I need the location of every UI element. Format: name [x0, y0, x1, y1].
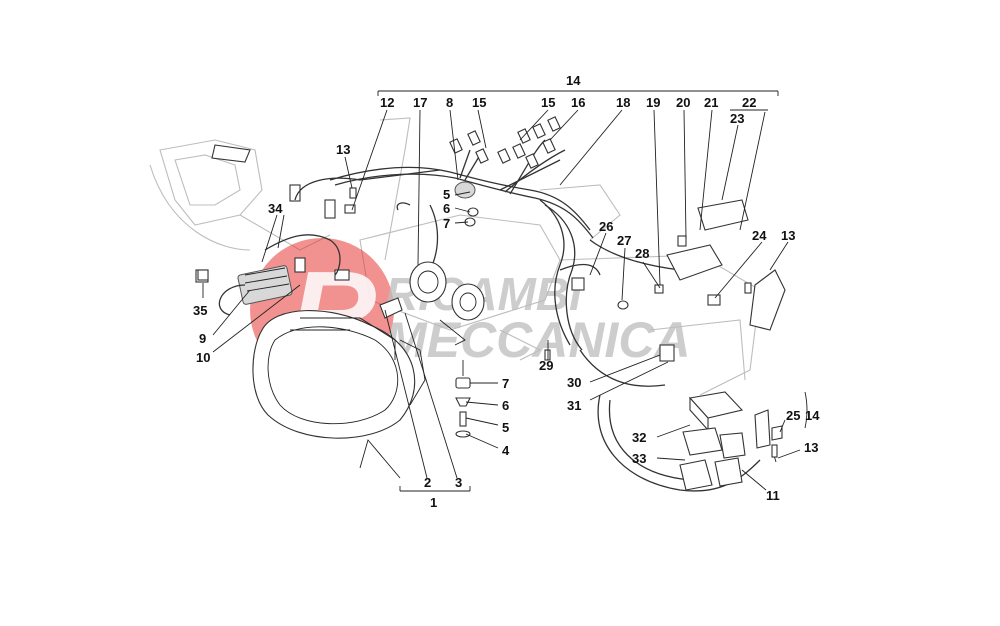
callout-6-upper: 6 — [443, 201, 450, 216]
callout-21: 21 — [704, 95, 718, 110]
callout-13-top-left: 13 — [336, 142, 350, 157]
fastener-stack — [455, 360, 471, 438]
small-parts — [197, 144, 778, 458]
callout-22: 22 — [742, 95, 756, 110]
callout-2: 2 — [424, 475, 431, 490]
callout-1-bottom: 1 — [430, 495, 437, 510]
callout-35: 35 — [193, 303, 207, 318]
relays — [679, 391, 783, 491]
callout-7-upper: 7 — [443, 216, 450, 231]
callout-6-lower: 6 — [502, 398, 509, 413]
callout-14-right: 14 — [805, 408, 820, 423]
callout-29: 29 — [539, 358, 553, 373]
callout-17: 17 — [413, 95, 427, 110]
callout-10: 10 — [196, 350, 210, 365]
callout-5-lower: 5 — [502, 420, 509, 435]
callout-18: 18 — [616, 95, 630, 110]
callout-8: 8 — [446, 95, 453, 110]
headlight — [252, 310, 426, 439]
callout-25: 25 — [786, 408, 800, 423]
callout-32: 32 — [632, 430, 646, 445]
callout-23: 23 — [730, 111, 744, 126]
callout-20: 20 — [676, 95, 690, 110]
ghost-frame — [149, 117, 761, 396]
callout-16: 16 — [571, 95, 585, 110]
callout-13-right: 13 — [781, 228, 795, 243]
right-components — [571, 199, 786, 362]
callout-13-bottom-right: 13 — [804, 440, 818, 455]
callout-5-upper: 5 — [443, 187, 450, 202]
callout-27: 27 — [617, 233, 631, 248]
watermark-line2: MECCANICA — [385, 312, 691, 368]
callout-labels: 14 12 17 8 15 15 16 18 19 20 21 22 23 13… — [193, 73, 820, 510]
callout-15-left: 15 — [472, 95, 486, 110]
callout-14-top: 14 — [566, 73, 581, 88]
callout-15-right: 15 — [541, 95, 555, 110]
callout-28: 28 — [635, 246, 649, 261]
callout-26: 26 — [599, 219, 613, 234]
callout-3: 3 — [455, 475, 462, 490]
callout-7-lower: 7 — [502, 376, 509, 391]
ignition-switch — [379, 261, 485, 346]
harness-connectors — [449, 116, 561, 227]
callout-11: 11 — [766, 488, 780, 503]
callout-30: 30 — [567, 375, 581, 390]
callout-33: 33 — [632, 451, 646, 466]
callout-19: 19 — [646, 95, 660, 110]
left-components — [195, 169, 441, 316]
callout-34: 34 — [268, 201, 283, 216]
callout-4: 4 — [502, 443, 510, 458]
callout-9: 9 — [199, 331, 206, 346]
callout-24: 24 — [752, 228, 767, 243]
callout-12: 12 — [380, 95, 394, 110]
callout-31: 31 — [567, 398, 581, 413]
leader-lines — [202, 90, 808, 492]
